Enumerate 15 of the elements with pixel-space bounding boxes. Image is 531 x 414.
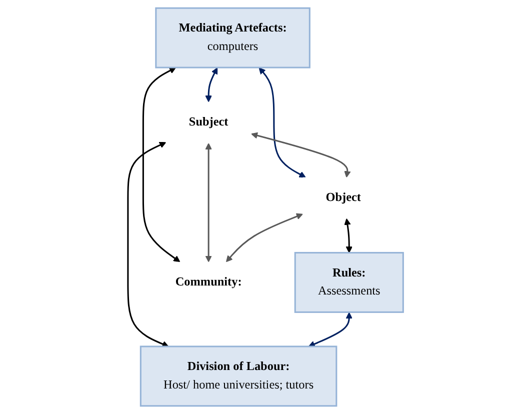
arrow	[226, 213, 303, 262]
node-text: Object	[326, 190, 361, 204]
node-text: Subject	[188, 116, 228, 129]
node-box: Rules: Assessments	[294, 252, 404, 313]
arrow	[251, 132, 351, 178]
arrow	[258, 67, 306, 178]
arrow	[205, 142, 212, 262]
arrow	[127, 142, 169, 348]
arrow	[142, 67, 180, 262]
arrow	[344, 218, 352, 254]
arrow	[205, 68, 218, 102]
node-box: Division of Labour: Host/ home universities; tutors	[140, 346, 338, 407]
arrow	[308, 312, 352, 348]
node-text: Community:	[175, 276, 242, 289]
node-box: Mediating Artefacts: computers	[155, 7, 310, 68]
